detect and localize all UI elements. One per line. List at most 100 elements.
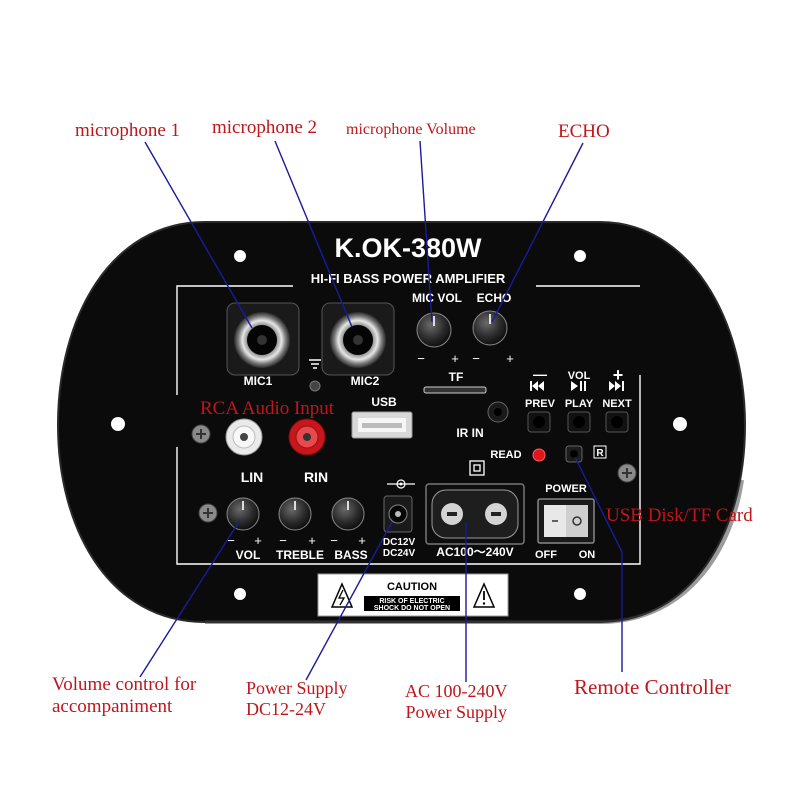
- ac-label: AC100～240V: [436, 545, 513, 559]
- bass-knob-plus: +: [358, 533, 366, 548]
- model-title: K.OK-380W: [334, 233, 482, 263]
- leader-lines: [139, 140, 623, 682]
- callout-volume-line2: accompaniment: [52, 695, 173, 717]
- vol-knob-minus: −: [227, 533, 235, 548]
- play-button[interactable]: [567, 411, 591, 433]
- screw-icon: [198, 503, 218, 523]
- antenna-icon: [309, 359, 321, 392]
- screw-icon: [617, 463, 637, 483]
- callout-microphone-volume: microphone Volume: [346, 121, 476, 138]
- prev-button[interactable]: [527, 411, 551, 433]
- vol-plus-label: +: [613, 365, 624, 385]
- read-led: [532, 448, 546, 462]
- vol-minus-label: —: [533, 366, 547, 382]
- treble-knob-plus: +: [308, 533, 316, 548]
- mount-hole: [574, 588, 586, 600]
- leader-dc-supply: [305, 521, 393, 681]
- double-insulation-icon: [469, 460, 485, 476]
- rin-label: RIN: [304, 469, 328, 485]
- leader-echo: [491, 142, 584, 323]
- dc-polarity-icon: [387, 479, 415, 489]
- caution-title: CAUTION: [387, 581, 437, 593]
- callout-volume-line1: Volume control for: [52, 674, 197, 695]
- mic-vol-label: MIC VOL: [412, 291, 462, 305]
- usb-port[interactable]: [351, 411, 413, 439]
- mount-hole: [574, 250, 586, 262]
- mount-hole: [111, 417, 125, 431]
- leader-mic2: [274, 140, 353, 328]
- play-label: PLAY: [565, 398, 594, 410]
- usb-label: USB: [371, 395, 397, 409]
- leader-volume-control: [139, 519, 241, 678]
- callout-echo: ECHO: [558, 121, 610, 142]
- callout-dc-power: Power Supply DC12-24V: [246, 678, 348, 719]
- tf-label: TF: [449, 370, 464, 384]
- echo-plus: +: [506, 351, 514, 366]
- treble-knob[interactable]: [278, 497, 312, 531]
- callout-dc-line1: Power Supply: [246, 678, 348, 698]
- callout-ac-line1: AC 100-240V: [405, 681, 508, 701]
- next-button[interactable]: [605, 411, 629, 433]
- caution-line2: SHOCK DO NOT OPEN: [374, 605, 450, 612]
- vol-label: VOL: [568, 370, 591, 382]
- read-label: READ: [490, 449, 521, 461]
- dc-power-jack[interactable]: [383, 495, 413, 533]
- callout-microphone-2: microphone 2: [212, 117, 318, 138]
- mic-vol-minus: −: [417, 351, 425, 366]
- dc12v-label: DC12V: [383, 537, 416, 548]
- ac-power-inlet[interactable]: [425, 483, 525, 545]
- mic-volume-knob[interactable]: [416, 312, 452, 348]
- mount-hole: [673, 417, 687, 431]
- caution-line1: RISK OF ELECTRIC: [379, 598, 444, 605]
- tf-card-slot[interactable]: [423, 386, 487, 394]
- leader-mic-volume: [419, 140, 433, 323]
- panel-frame: [176, 285, 641, 565]
- screw-icon: [191, 424, 211, 444]
- callout-remote-controller: Remote Controller: [574, 675, 731, 699]
- leader-remote: [574, 456, 623, 672]
- registered-mark-letter: R: [596, 448, 604, 459]
- rca-right-input[interactable]: [288, 418, 326, 456]
- treble-knob-minus: −: [279, 533, 287, 548]
- play-pause-icon: [571, 381, 586, 391]
- echo-minus: −: [472, 351, 480, 366]
- callout-microphone-1: microphone 1: [75, 120, 181, 141]
- registered-mark: [593, 445, 607, 459]
- prev-label: PREV: [525, 398, 556, 410]
- callout-rca-input: RCA Audio Input: [200, 398, 335, 419]
- mic1-jack[interactable]: [226, 302, 300, 376]
- ir-receiver: [565, 445, 583, 463]
- callout-usb-tf: USB Disk/TF Card: [606, 505, 753, 526]
- ir-in-port[interactable]: [487, 401, 509, 423]
- leader-mic1: [144, 141, 253, 329]
- mic2-label: MIC2: [351, 374, 380, 388]
- power-switch[interactable]: [537, 498, 595, 544]
- ir-in-label: IR IN: [456, 426, 483, 440]
- prev-icon: [530, 381, 544, 391]
- mic1-label: MIC1: [244, 374, 273, 388]
- caution-sticker: [317, 573, 509, 617]
- mount-hole: [234, 250, 246, 262]
- rca-left-input[interactable]: [225, 418, 263, 456]
- power-label: POWER: [545, 483, 587, 495]
- callout-ac-line2: Power Supply: [405, 701, 507, 722]
- treble-label: TREBLE: [276, 548, 324, 562]
- mount-hole: [234, 588, 246, 600]
- bottom-vol-label: VOL: [236, 548, 261, 562]
- callout-dc-line2: DC12-24V: [246, 698, 326, 719]
- vol-knob-plus: +: [254, 533, 262, 548]
- on-label: ON: [579, 549, 596, 561]
- accompaniment-volume-knob[interactable]: [226, 497, 260, 531]
- bass-knob[interactable]: [331, 497, 365, 531]
- bass-knob-minus: −: [330, 533, 338, 548]
- callout-ac-power: AC 100-240V Power Supply: [405, 681, 508, 722]
- echo-knob[interactable]: [472, 310, 508, 346]
- callout-volume-control: Volume control for accompaniment: [52, 674, 196, 718]
- next-label: NEXT: [602, 398, 632, 410]
- model-subtitle: HI-FI BASS POWER AMPLIFIER: [311, 271, 506, 286]
- bass-label: BASS: [334, 548, 367, 562]
- mic2-jack[interactable]: [321, 302, 395, 376]
- lin-label: LIN: [241, 469, 264, 485]
- off-label: OFF: [535, 549, 557, 561]
